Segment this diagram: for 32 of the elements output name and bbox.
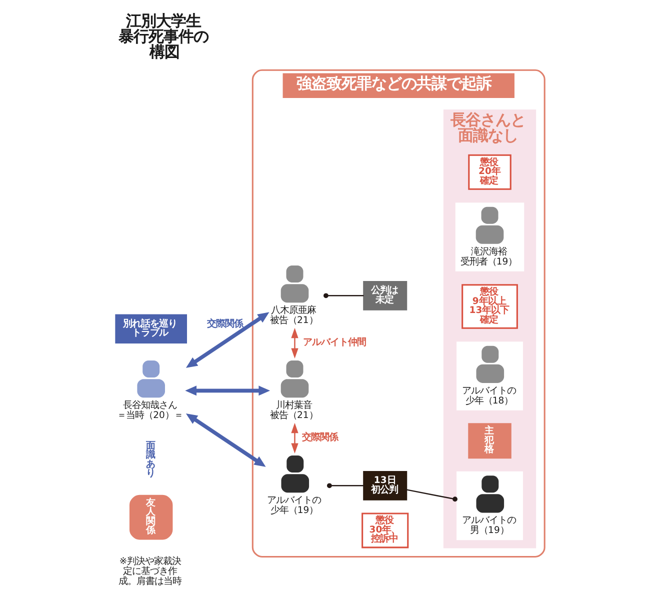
node-label: アルバイトの少年（19） xyxy=(266,495,320,516)
arrow xyxy=(185,413,266,467)
arrow xyxy=(290,328,298,358)
node-box: 13日初公判 xyxy=(362,471,407,500)
node-box: 滝沢海裕 受刑者（19） xyxy=(454,202,524,272)
label: ※判決や家裁決定に基づき作成。肩書は当時 xyxy=(118,556,181,587)
node-box: 懲役20年確定 xyxy=(468,154,511,190)
arrow xyxy=(290,422,298,454)
edge-label: 交際関係 xyxy=(206,318,243,330)
arrow xyxy=(184,386,270,396)
node-box: 懲役30年、控訴中 xyxy=(361,512,408,548)
arrow xyxy=(185,312,269,368)
connector xyxy=(326,483,364,488)
node-label: 川村葉音 xyxy=(275,400,312,412)
node-label: 被告（21） xyxy=(270,315,318,326)
node-box: アルバイトの少年（18） xyxy=(456,342,522,410)
node-label: 長谷知哉さん xyxy=(122,400,176,412)
label: 面識あり xyxy=(146,440,155,480)
node-box: 主犯格 xyxy=(468,423,511,459)
node-box: 懲役9年以上13年以下確定 xyxy=(461,284,518,329)
connector xyxy=(406,489,457,502)
connector xyxy=(323,293,364,298)
diagram-title: 江別大学生暴行死事件の構図 xyxy=(118,12,208,62)
node-box: 公判は未定 xyxy=(362,281,407,310)
edge-label: アルバイト仲間 xyxy=(302,337,366,348)
node-box: アルバイトの男（19） xyxy=(456,471,522,540)
node-label: 八木原亜麻 xyxy=(270,305,316,316)
node-box: 友人関係 xyxy=(128,494,172,540)
node-label: 被告（21） xyxy=(270,410,318,422)
node-box: 別れ話を巡りトラブル xyxy=(114,314,186,344)
node-label: ＝当時（20）＝ xyxy=(116,410,182,422)
edge-label: 交際関係 xyxy=(302,432,338,444)
